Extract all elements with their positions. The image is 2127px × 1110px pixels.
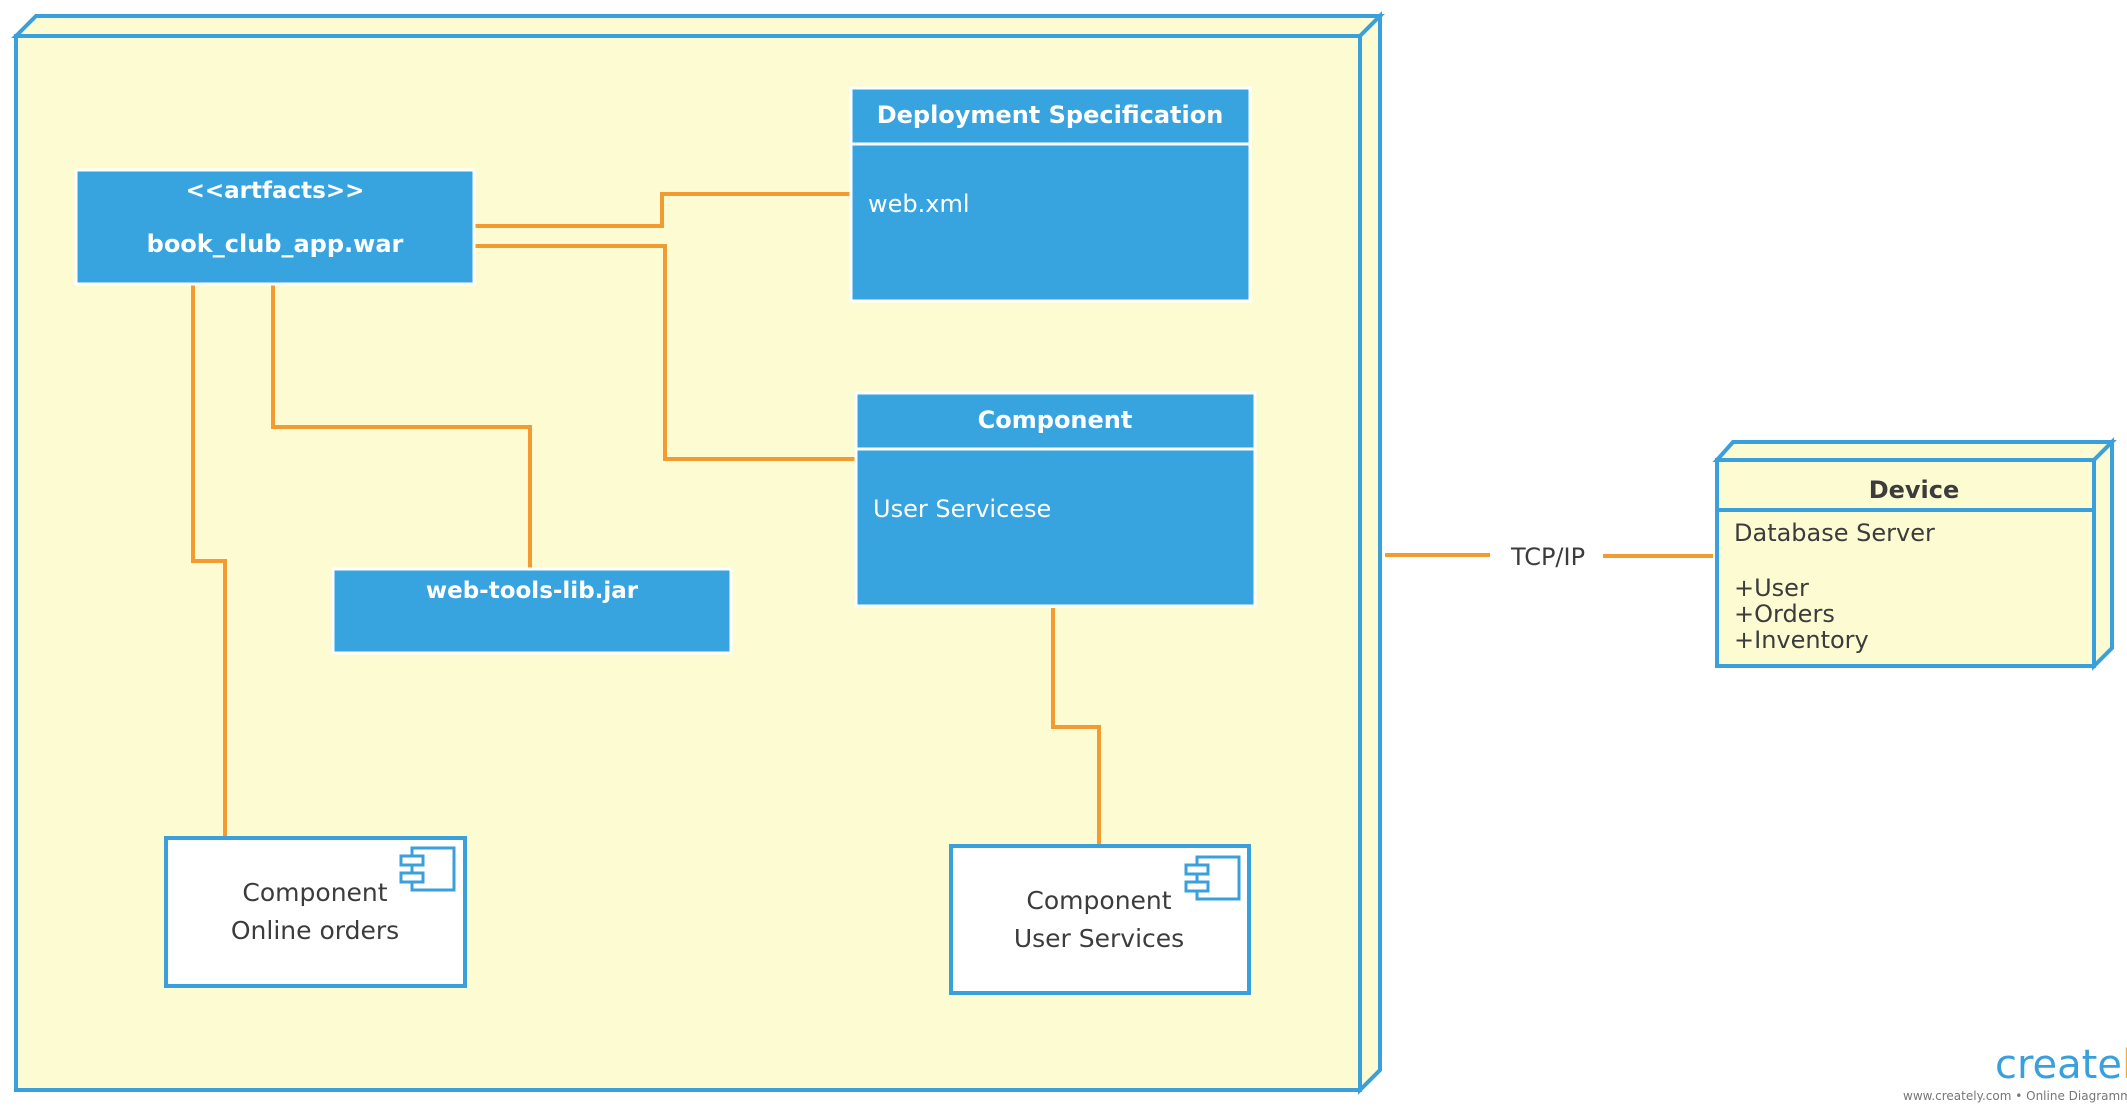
lib-box[interactable] — [331, 567, 733, 655]
connector-artifact-to-lib — [271, 285, 532, 568]
artifact-name: book_club_app.war — [146, 230, 404, 258]
component-user-services-line2: User Services — [1013, 924, 1185, 953]
component-box-body — [854, 447, 1257, 608]
connector-artifact-to-spec — [475, 192, 850, 228]
device-subtitle: Database Server — [1734, 519, 1935, 547]
device-node[interactable] — [1712, 437, 2117, 671]
device-title: Device — [1868, 476, 1960, 504]
connection-label: TCP/IP — [1510, 543, 1586, 571]
deployment-spec-body-text: web.xml — [868, 190, 970, 218]
deployment-spec-body — [849, 142, 1252, 303]
connectors — [191, 192, 1713, 845]
node-top-face — [11, 14, 1385, 38]
connector-artifact-to-online-orders — [191, 285, 227, 838]
component-online-orders[interactable] — [164, 836, 467, 988]
component-box-header — [854, 391, 1257, 451]
device-item-user: +User — [1734, 574, 1809, 602]
device-item-inventory: +Inventory — [1734, 626, 1869, 654]
device-side-face — [2092, 437, 2114, 671]
deployment-spec-title: Deployment Specification — [876, 101, 1224, 129]
logo-tagline: www.creately.com • Online Diagramming — [1903, 1089, 2127, 1103]
component-box-title: Component — [977, 406, 1133, 434]
node-side-face — [1358, 11, 1382, 1095]
device-top-face — [1712, 440, 2117, 462]
artifact-stereotype: <<artfacts>> — [185, 178, 365, 204]
connector-artifact-to-component — [475, 244, 855, 461]
creately-logo: creately — [1995, 1045, 2127, 1085]
component-user-services[interactable] — [949, 844, 1251, 995]
logo-tail-text: ly — [2122, 1042, 2127, 1088]
component-box[interactable] — [854, 391, 1257, 608]
artifact-box[interactable] — [74, 168, 476, 286]
component-box-body-text: User Servicese — [873, 495, 1052, 523]
component-icon — [1184, 855, 1241, 901]
logo-main-text: create — [1995, 1042, 2122, 1088]
deployment-spec-header — [849, 86, 1252, 146]
component-online-orders-line1: Component — [242, 878, 388, 907]
deployment-spec-box[interactable] — [849, 86, 1252, 303]
component-icon — [399, 846, 456, 892]
device-front-face — [1715, 458, 2096, 668]
connector-component-to-user-services — [1051, 608, 1101, 845]
component-online-orders-line2: Online orders — [230, 916, 400, 945]
device-item-orders: +Orders — [1734, 600, 1835, 628]
component-user-services-line1: Component — [1026, 886, 1172, 915]
lib-name: web-tools-lib.jar — [425, 578, 639, 604]
